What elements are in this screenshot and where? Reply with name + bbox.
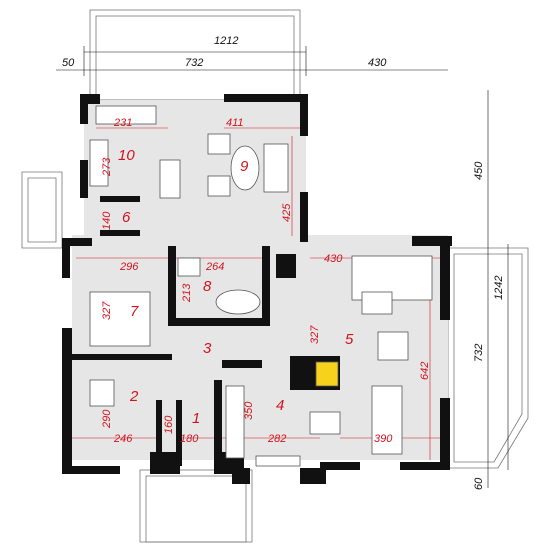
- outer-dimensions: 1212 50 732 430 450 1242 732 60: [62, 35, 505, 490]
- dim-350: 350: [243, 401, 255, 420]
- walls: [62, 94, 452, 484]
- dimension-lines: [56, 46, 509, 488]
- room-number-1: 1: [192, 410, 200, 427]
- dim-160: 160: [163, 415, 175, 434]
- dim-430: 430: [324, 253, 343, 265]
- dim-282: 282: [267, 433, 286, 445]
- dim-height-offset: 60: [473, 477, 485, 490]
- dim-411: 411: [226, 117, 244, 129]
- dim-264: 264: [205, 261, 224, 273]
- room-number-3: 3: [203, 340, 212, 357]
- room-number-5: 5: [345, 331, 354, 348]
- room-number-9: 9: [240, 158, 249, 175]
- dim-213: 213: [181, 283, 193, 303]
- dim-height-upper: 450: [473, 161, 485, 180]
- room-number-2: 2: [129, 388, 139, 405]
- dim-327-left: 327: [101, 301, 113, 320]
- dim-width-total: 1212: [214, 35, 238, 47]
- dim-273: 273: [101, 157, 113, 177]
- room-number-6: 6: [122, 209, 131, 226]
- dim-width-right: 430: [368, 57, 387, 69]
- room-number-10: 10: [118, 147, 135, 164]
- dim-231: 231: [113, 117, 132, 129]
- dim-246: 246: [113, 433, 133, 445]
- dim-390: 390: [374, 433, 393, 445]
- dim-width-left: 50: [62, 57, 75, 69]
- dim-290: 290: [101, 409, 113, 429]
- dim-642: 642: [419, 362, 431, 380]
- room-number-7: 7: [130, 303, 139, 320]
- inner-dimensions: 231 411 273 425 140 296 264 430 213 327 …: [101, 117, 431, 445]
- dim-425: 425: [281, 203, 293, 222]
- dim-height-total: 1242: [493, 276, 505, 300]
- dim-140: 140: [101, 211, 113, 230]
- room-numbers: 1 2 3 4 5 6 7 8 9 10: [118, 147, 354, 427]
- dim-height-lower: 732: [473, 344, 485, 362]
- room-number-4: 4: [276, 397, 284, 414]
- furniture: [89, 105, 433, 467]
- room-number-8: 8: [203, 278, 212, 295]
- dim-327-right: 327: [309, 325, 321, 344]
- dim-180: 180: [180, 433, 199, 445]
- dim-width-mid: 732: [185, 57, 203, 69]
- dim-296: 296: [119, 261, 139, 273]
